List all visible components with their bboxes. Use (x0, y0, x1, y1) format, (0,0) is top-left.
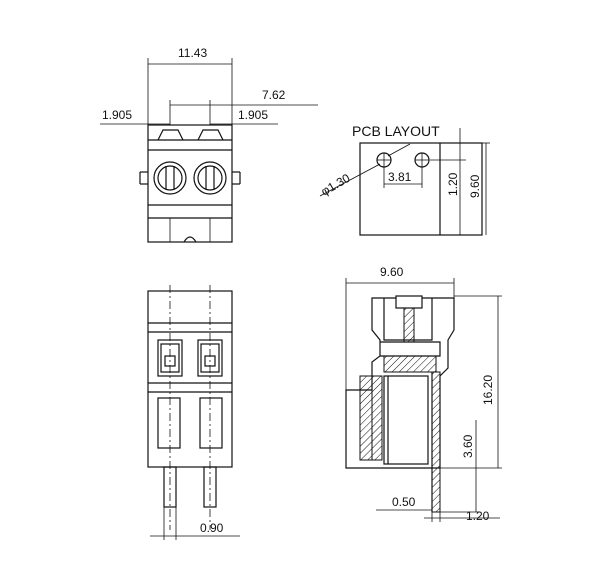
dim-pin-width: 0.90 (200, 521, 224, 535)
dim-pin-thickness: 0.50 (392, 495, 416, 509)
dim-pitch: 7.62 (262, 88, 286, 102)
dim-side-width: 9.60 (380, 265, 404, 279)
dim-pcb-height-2: 9.60 (468, 174, 482, 198)
dim-side-height: 16.20 (481, 375, 495, 405)
dim-pcb-height-1: 1.20 (446, 172, 460, 196)
top-view: 11.43 7.62 1.905 1.905 (100, 46, 318, 243)
dim-edge-left: 1.905 (102, 108, 132, 122)
pcb-layout-title: PCB LAYOUT (352, 123, 440, 139)
dim-pin-offset: 1.20 (466, 509, 490, 523)
dim-edge-right: 1.905 (238, 108, 268, 122)
side-view: 9.60 16.20 3.60 0.50 1.20 (345, 265, 502, 523)
dim-hole-diameter: φ1.30 (319, 171, 353, 199)
dim-overall-width: 11.43 (178, 46, 207, 60)
dim-hole-spacing: 3.81 (388, 170, 412, 184)
pcb-layout-view: PCB LAYOUT φ1.30 3.81 1.20 9.60 (319, 123, 490, 236)
dim-pin-height: 3.60 (461, 434, 475, 458)
front-view: 0.90 (147, 285, 240, 540)
